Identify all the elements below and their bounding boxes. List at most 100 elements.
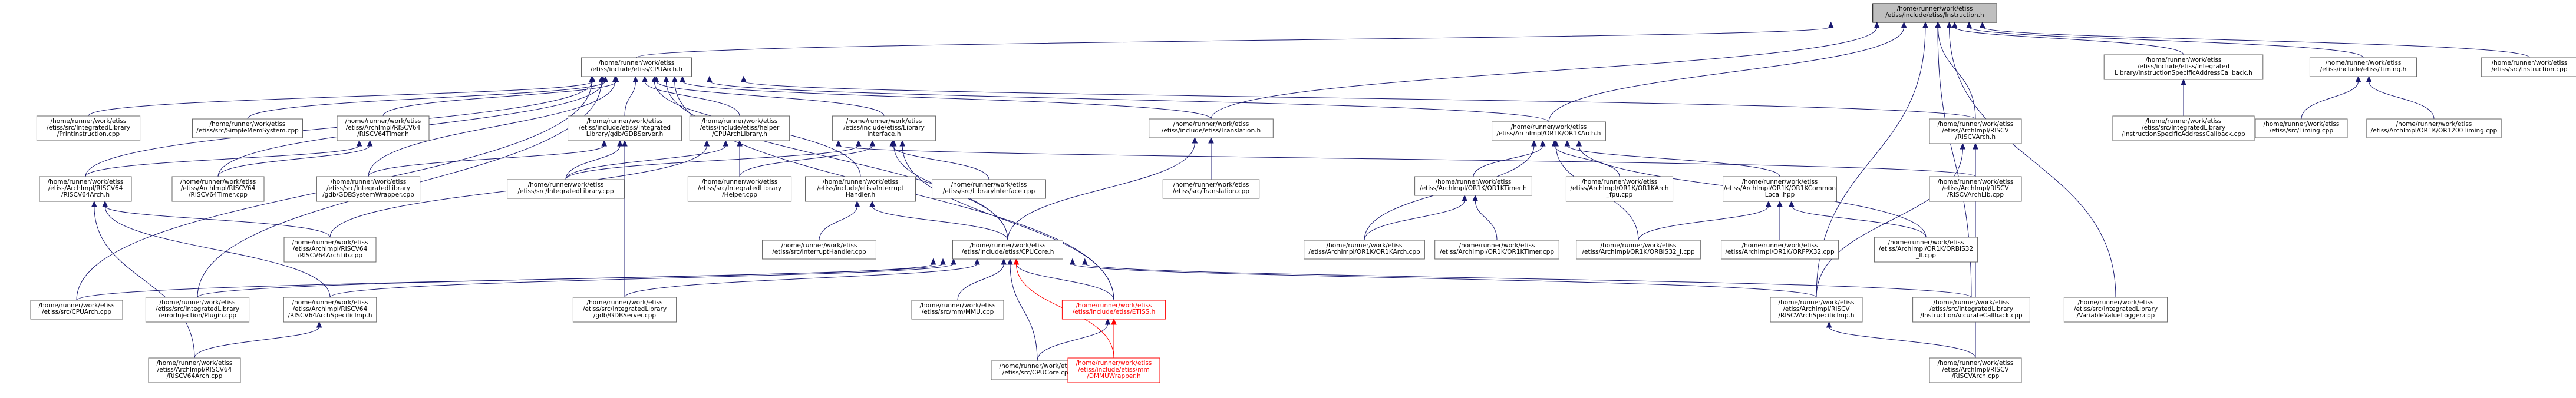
- edge-arrowhead: [1576, 140, 1582, 147]
- node-libinterface-cpp[interactable]: /home/runner/work/etiss/etiss/src/Librar…: [932, 179, 1046, 199]
- node-label-line: /etiss/include/etiss/Translation.h: [1162, 127, 1261, 134]
- node-box: [36, 115, 141, 141]
- node-label-line: /home/runner/work/etiss: [2146, 57, 2222, 64]
- node-gdbwrapper[interactable]: /home/runner/work/etiss/etiss/src/Integr…: [316, 176, 421, 202]
- node-timing-h[interactable]: /home/runner/work/etiss/etiss/include/et…: [2309, 57, 2417, 77]
- node-cpuarch-cpp[interactable]: /home/runner/work/etiss/etiss/src/CPUArc…: [30, 300, 123, 320]
- node-printinstr[interactable]: /home/runner/work/etiss/etiss/src/Integr…: [36, 115, 141, 141]
- node-label-line: /home/runner/work/etiss: [846, 118, 922, 125]
- node-or1karch-fpu[interactable]: /home/runner/work/etiss/etiss/ArchImpl/O…: [1565, 176, 1674, 202]
- node-box: [283, 297, 377, 323]
- edge-line: [565, 145, 726, 180]
- node-instruction-cpp[interactable]: /home/runner/work/etiss/etiss/src/Instru…: [2481, 57, 2576, 77]
- node-label-line: /home/runner/work/etiss: [1436, 178, 1512, 185]
- edge-arrowhead: [1069, 258, 1076, 265]
- node-simplemem[interactable]: /home/runner/work/etiss/etiss/src/Simple…: [192, 118, 303, 138]
- node-rv64archlib[interactable]: /home/runner/work/etiss/etiss/ArchImpl/R…: [283, 237, 377, 263]
- node-label-line: /etiss/src/SimpleMemSystem.cpp: [196, 127, 299, 134]
- edge: [819, 200, 860, 241]
- node-label-line: /RISCVArchLib.cpp: [1947, 191, 2004, 198]
- edge: [737, 140, 743, 177]
- node-box: [1872, 3, 1997, 23]
- node-box: [283, 237, 377, 263]
- node-orbis32i[interactable]: /home/runner/work/etiss/etiss/ArchImpl/O…: [1576, 240, 1701, 260]
- edge: [88, 75, 596, 117]
- edge-arrowhead: [622, 140, 628, 147]
- node-isac-h[interactable]: /home/runner/work/etiss/etiss/include/et…: [2103, 54, 2264, 80]
- node-translation-h[interactable]: /home/runner/work/etiss/etiss/include/et…: [1149, 118, 1274, 138]
- node-or1ktimer-cpp[interactable]: /home/runner/work/etiss/etiss/ArchImpl/O…: [1434, 240, 1559, 260]
- edge-arrowhead: [854, 200, 860, 207]
- node-riscvarch-cpp[interactable]: /home/runner/work/etiss/etiss/ArchImpl/R…: [1929, 357, 2022, 383]
- node-label-line: /etiss/include/etiss/Integrated: [2138, 63, 2229, 70]
- node-rv64timer-h[interactable]: /home/runner/work/etiss/etiss/ArchImpl/R…: [337, 115, 430, 141]
- node-orfpx32[interactable]: /home/runner/work/etiss/etiss/ArchImpl/O…: [1721, 240, 1839, 260]
- node-label-line: /home/runner/work/etiss: [2146, 118, 2222, 125]
- node-box: [1912, 297, 2030, 323]
- node-riscvarchspecimp-h[interactable]: /home/runner/work/etiss/etiss/ArchImpl/R…: [1770, 297, 1863, 323]
- node-intlibrary-cpp[interactable]: /home/runner/work/etiss/etiss/src/Integr…: [507, 179, 625, 199]
- edge-line: [1982, 26, 2530, 58]
- node-label-line: /home/runner/work/etiss: [781, 242, 857, 249]
- node-cpucore-h[interactable]: /home/runner/work/etiss/etiss/include/et…: [952, 240, 1063, 260]
- node-label-line: /errorInjection/Plugin.cpp: [159, 312, 236, 319]
- node-label-line: /home/runner/work/etiss: [1779, 299, 1855, 306]
- node-cpulibrary-h[interactable]: /home/runner/work/etiss/etiss/include/et…: [689, 115, 790, 141]
- edge: [1082, 258, 1972, 298]
- node-etiss-h[interactable]: /home/runner/work/etiss/etiss/include/et…: [1061, 300, 1166, 320]
- node-errorinjection[interactable]: /home/runner/work/etiss/etiss/src/Integr…: [145, 297, 250, 323]
- node-label-line: _fpu.cpp: [1606, 191, 1633, 198]
- node-orbis32ii[interactable]: /home/runner/work/etiss/etiss/ArchImpl/O…: [1874, 237, 1978, 263]
- node-box: [1162, 179, 1260, 199]
- node-box: [1414, 176, 1532, 196]
- node-label-line: /home/runner/work/etiss: [2264, 121, 2340, 128]
- node-dmmuwrapper-h[interactable]: /home/runner/work/etiss/etiss/include/et…: [1067, 357, 1160, 383]
- edge-arrowhead: [102, 200, 108, 207]
- edge-line: [104, 205, 331, 298]
- node-mmu-cpp[interactable]: /home/runner/work/etiss/etiss/src/mm/MMU…: [911, 300, 1004, 320]
- node-iacallback[interactable]: /home/runner/work/etiss/etiss/src/Integr…: [1912, 297, 2030, 323]
- edge: [1007, 137, 1198, 241]
- edge-line: [1638, 205, 1769, 241]
- node-label-line: /etiss/src/Translation.cpp: [1173, 188, 1249, 195]
- node-riscvarchlib[interactable]: /home/runner/work/etiss/etiss/ArchImpl/R…: [1929, 176, 2022, 202]
- edge: [197, 258, 946, 298]
- node-root[interactable]: /home/runner/work/etiss/etiss/include/et…: [1872, 3, 1997, 23]
- node-label-line: /PrintInstruction.cpp: [57, 131, 120, 138]
- node-interrupthandler-h[interactable]: /home/runner/work/etiss/etiss/include/et…: [805, 176, 916, 202]
- node-or1ktimer-h[interactable]: /home/runner/work/etiss/etiss/ArchImpl/O…: [1414, 176, 1532, 196]
- node-isac-cpp[interactable]: /home/runner/work/etiss/etiss/src/Integr…: [2112, 115, 2255, 141]
- node-rv64archspecimp-h[interactable]: /home/runner/work/etiss/etiss/ArchImpl/R…: [283, 297, 377, 323]
- edge-line: [739, 145, 873, 177]
- node-rv64arch-cpp[interactable]: /home/runner/work/etiss/etiss/ArchImpl/R…: [148, 357, 241, 383]
- edge-line: [1364, 200, 1465, 241]
- node-timing-cpp[interactable]: /home/runner/work/etiss/etiss/src/Timing…: [2255, 118, 2348, 138]
- node-label-line: /InstructionAccurateCallback.cpp: [1920, 312, 2023, 319]
- edge-line: [1968, 26, 2364, 58]
- node-label-line: /etiss/ArchImpl/OR1K/OR1KTimer.cpp: [1440, 248, 1554, 256]
- edge-line: [872, 205, 1008, 241]
- node-or1k-h[interactable]: /home/runner/work/etiss/etiss/ArchImpl/O…: [1492, 121, 1606, 141]
- edge-arrowhead: [1013, 258, 1020, 265]
- node-gdbserver-h[interactable]: /home/runner/work/etiss/etiss/include/et…: [568, 115, 682, 141]
- edge-arrowhead: [1922, 21, 1928, 28]
- node-or1200timing[interactable]: /home/runner/work/etiss/etiss/ArchImpl/O…: [2366, 118, 2502, 138]
- edge-line: [565, 145, 621, 180]
- edge-arrowhead: [589, 75, 595, 82]
- node-translation-cpp[interactable]: /home/runner/work/etiss/etiss/src/Transl…: [1162, 179, 1260, 199]
- edge-arrowhead: [651, 75, 658, 82]
- node-gdbserver-cpp[interactable]: /home/runner/work/etiss/etiss/src/Integr…: [572, 297, 677, 323]
- node-or1kcommon[interactable]: /home/runner/work/etiss/etiss/ArchImpl/O…: [1723, 176, 1837, 202]
- node-intlibhelper[interactable]: /home/runner/work/etiss/etiss/src/Integr…: [687, 176, 792, 202]
- node-varvaluelogger[interactable]: /home/runner/work/etiss/etiss/src/Integr…: [2063, 297, 2168, 323]
- node-libinterface-h[interactable]: /home/runner/work/etiss/etiss/include/et…: [832, 115, 936, 141]
- node-cpuarch-h[interactable]: /home/runner/work/etiss/etiss/include/et…: [581, 57, 692, 77]
- node-riscvarch-h[interactable]: /home/runner/work/etiss/etiss/ArchImpl/R…: [1929, 118, 2022, 144]
- node-interrupthandler-cpp[interactable]: /home/runner/work/etiss/etiss/src/Interr…: [762, 240, 876, 260]
- node-rv64arch-h[interactable]: /home/runner/work/etiss/etiss/ArchImpl/R…: [39, 176, 132, 202]
- edge-arrowhead: [1462, 194, 1467, 201]
- node-or1karch-cpp[interactable]: /home/runner/work/etiss/etiss/ArchImpl/O…: [1304, 240, 1425, 260]
- node-rv64timer-cpp[interactable]: /home/runner/work/etiss/etiss/ArchImpl/R…: [171, 176, 265, 202]
- node-box: [687, 176, 792, 202]
- edge-arrowhead: [707, 75, 713, 82]
